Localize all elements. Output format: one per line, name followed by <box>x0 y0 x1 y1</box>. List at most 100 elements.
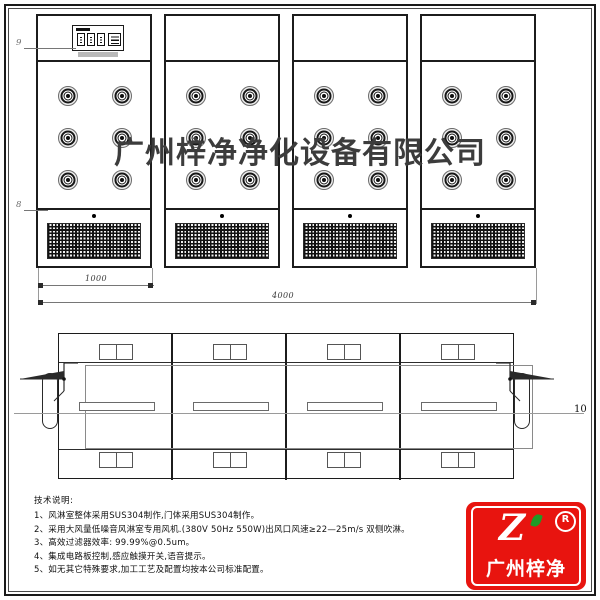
note-item: 4、集成电路板控制,感应触摸开关,语音提示。 <box>34 551 211 562</box>
note-item: 5、如无其它特殊要求,加工工艺及配置均按本公司标准配置。 <box>34 565 269 576</box>
plan-nozzle-bar <box>307 402 383 411</box>
return-air-grille <box>303 223 397 259</box>
air-nozzle <box>112 128 132 148</box>
dim-ext-line <box>152 268 153 288</box>
dim-tick <box>38 283 43 288</box>
air-shower-module <box>164 14 280 268</box>
panel-switch[interactable] <box>97 33 105 46</box>
control-panel[interactable] <box>72 25 124 51</box>
door-leaf-left <box>42 373 58 429</box>
dim-ext-line <box>38 288 39 304</box>
notes-title: 技术说明: <box>34 496 74 506</box>
return-air-grille <box>431 223 525 259</box>
air-nozzle <box>186 128 206 148</box>
plan-view <box>20 333 554 480</box>
air-nozzle <box>112 86 132 106</box>
air-nozzle <box>496 128 516 148</box>
registered-trademark-icon: R <box>555 511 576 532</box>
sheet-border-inner <box>8 8 592 592</box>
plan-bottom-fixture <box>327 452 361 468</box>
footer-dot <box>220 214 224 218</box>
callout-8: 8 <box>16 200 22 210</box>
footer-dot <box>348 214 352 218</box>
note-item: 1、风淋室整体采用SUS304制作,门体采用SUS304制作。 <box>34 511 260 521</box>
air-nozzle <box>112 170 132 190</box>
company-logo: Z R 广州梓净 <box>466 502 586 590</box>
leader-line-8 <box>24 210 48 211</box>
door-swing-left-icon <box>20 362 78 402</box>
callout-9: 9 <box>16 38 22 48</box>
plan-top-fixture <box>441 344 475 360</box>
leader-line-9 <box>24 48 76 49</box>
air-shower-module <box>292 14 408 268</box>
module-footer-band <box>294 208 406 266</box>
footer-dot <box>92 214 96 218</box>
dim-tick <box>148 283 153 288</box>
plan-top-fixture <box>213 344 247 360</box>
air-nozzle <box>186 170 206 190</box>
air-shower-module <box>420 14 536 268</box>
technical-notes: 技术说明: 1、风淋室整体采用SUS304制作,门体采用SUS304制作。 2、… <box>34 494 434 578</box>
sheet-border-outer <box>4 4 596 596</box>
plan-center-axis <box>14 413 584 414</box>
plan-top-fixture <box>99 344 133 360</box>
air-shower-module <box>36 14 152 268</box>
elevation-view <box>36 14 536 268</box>
plan-top-fixture <box>327 344 361 360</box>
plan-nozzle-bar <box>193 402 269 411</box>
air-nozzle <box>368 128 388 148</box>
panel-switch[interactable] <box>87 33 95 46</box>
air-nozzle <box>496 170 516 190</box>
panel-shadow <box>78 52 118 57</box>
plan-bottom-fixture <box>213 452 247 468</box>
plan-nozzle-bar <box>79 402 155 411</box>
dim-tick <box>531 300 536 305</box>
air-nozzle <box>240 128 260 148</box>
module-header-band <box>422 16 534 62</box>
plan-nozzle-bar <box>421 402 497 411</box>
air-nozzle <box>442 128 462 148</box>
module-footer-band <box>166 208 278 266</box>
air-nozzle <box>240 86 260 106</box>
air-nozzle <box>368 86 388 106</box>
plan-outline <box>58 333 533 480</box>
note-item: 2、采用大风量低噪音风淋室专用风机.(380V 50Hz 550W)出风口风速≥… <box>34 524 410 535</box>
logo-zj-mark-icon: Z <box>498 507 526 549</box>
air-nozzle <box>58 128 78 148</box>
plan-module-divider <box>399 334 401 480</box>
air-nozzle <box>240 170 260 190</box>
plan-bottom-fixture <box>99 452 133 468</box>
dim-tick <box>38 300 43 305</box>
panel-indicator-bar <box>76 28 90 31</box>
air-nozzle <box>314 170 334 190</box>
module-footer-band <box>422 208 534 266</box>
air-nozzle <box>58 170 78 190</box>
logo-company-name: 广州梓净 <box>485 558 566 580</box>
air-nozzle <box>186 86 206 106</box>
air-nozzle <box>496 86 516 106</box>
dim-ext-line <box>536 268 537 304</box>
door-swing-right-icon <box>496 362 554 402</box>
dim-line-overall <box>38 302 536 303</box>
module-header-band <box>38 16 150 62</box>
plan-bottom-fixture <box>441 452 475 468</box>
panel-switch[interactable] <box>77 33 85 46</box>
module-header-band <box>166 16 278 62</box>
plan-module-divider <box>171 334 173 480</box>
dim-ext-line <box>38 268 39 288</box>
dim-label-module-width: 1000 <box>85 274 107 283</box>
return-air-grille <box>175 223 269 259</box>
module-footer-band <box>38 208 150 266</box>
callout-10: 10 <box>574 404 587 415</box>
air-nozzle <box>314 86 334 106</box>
air-nozzle <box>442 86 462 106</box>
air-nozzle <box>442 170 462 190</box>
dim-label-overall-width: 4000 <box>272 291 294 300</box>
air-nozzle <box>58 86 78 106</box>
logo-border <box>471 506 581 586</box>
note-item: 3、高效过滤器效率: 99.99%@0.5um。 <box>34 538 195 549</box>
panel-display <box>108 33 121 46</box>
module-header-band <box>294 16 406 62</box>
dim-line-module <box>38 285 154 286</box>
